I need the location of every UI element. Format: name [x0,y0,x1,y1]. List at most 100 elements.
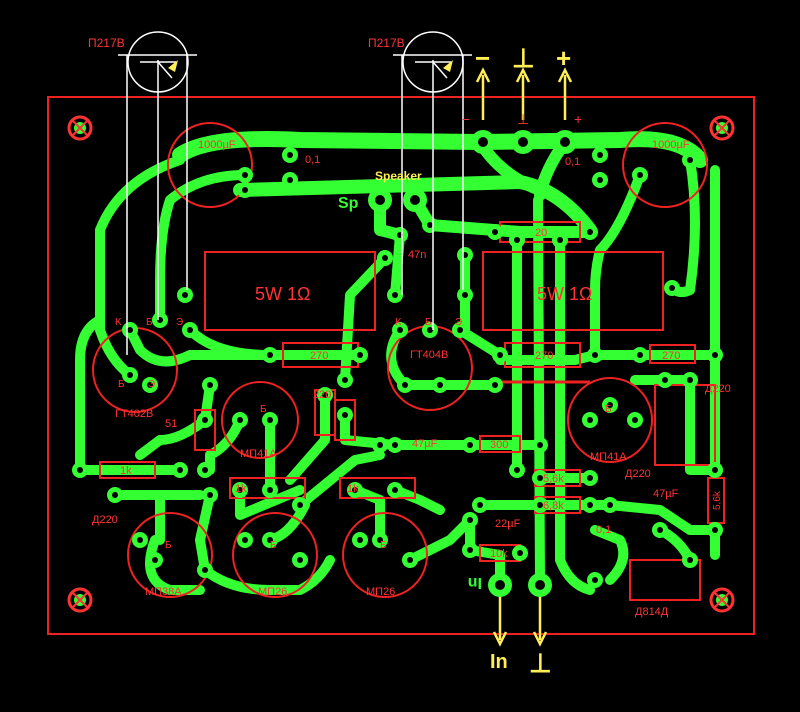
pad-hole [177,467,183,473]
pad-hole [202,417,208,423]
svg-text:Б: Б [425,317,432,328]
pad-hole [112,492,118,498]
pad-hole [437,382,443,388]
svg-text:Б: Б [118,379,125,390]
pin-labels: K Б Э K Б Э Б Э Б Б Б Б Б [115,317,612,551]
res-1k-c-label: 1k [347,483,359,495]
pad-hole [127,327,133,333]
pad-hole [287,177,293,183]
pad-hole [467,517,473,523]
terminal-minus-label: − [475,43,490,73]
pad-hole [607,402,613,408]
pad-hole [182,292,188,298]
board-outline [47,96,755,635]
pad-hole [587,229,593,235]
pad-hole [457,327,463,333]
pad-hole [127,372,133,378]
pad-hole [352,487,358,493]
pad-hole [537,442,543,448]
res-20-label: 20 [535,227,547,239]
pad-hole [592,352,598,358]
pad-minus-label: − [462,111,470,127]
pad-hole [382,255,388,261]
pad-hole [287,152,293,158]
mounting-hole-top-left [67,115,93,141]
res-1k-b-label: 1k [235,483,247,495]
in-mark-label: In [468,574,482,591]
pad-hole [297,557,303,563]
pad-ground-label: ⊥ [517,111,529,127]
svg-text:Э: Э [455,317,462,328]
pad-hole [237,487,243,493]
pad-hole [687,557,693,563]
pad-hole [557,237,563,243]
pad-hole [322,392,328,398]
res-power-left-label: 5W 1Ω [255,284,310,304]
transistor-mp38a-label: МП38А [145,586,182,598]
pad-hole [597,177,603,183]
res-270-b-label: 270 [535,350,553,362]
pad-hole [392,487,398,493]
pad-hole [392,442,398,448]
pad-hole [462,292,468,298]
pad-hole [637,172,643,178]
pad-hole [587,417,593,423]
pad-hole [662,377,668,383]
pad-hole [267,352,273,358]
pad-hole [297,502,303,508]
res-10k-label: 10k [490,548,508,560]
cap-47uf-b-label: 47µF [653,488,679,500]
pad-hole [267,537,273,543]
terminal-input-label: In [490,651,508,673]
pad-plus-label: + [574,111,582,127]
mounting-hole-top-right [709,115,735,141]
pad-hole [712,467,718,473]
pad-hole [427,222,433,228]
pad-hole [407,557,413,563]
cap-left-small-label: 0,1 [305,154,320,166]
cap-0-1-low-label: 0,1 [596,524,611,536]
pad-hole [392,292,398,298]
res-power-right-label: 5W 1Ω [537,284,592,304]
connector-pads [368,130,577,597]
transistor-right-label: П217В [368,36,405,50]
pad-hole [657,527,663,533]
res-5-6k-a-label: 5,6k [543,473,564,485]
pad-hole [267,417,273,423]
terminal-ground-label: ⊥ [512,43,535,73]
mounting-hole-bottom-right [709,587,735,613]
pad-hole [202,467,208,473]
res-6-8k-label: 6,8k [543,500,564,512]
cap-right-label: 1000µF [652,139,690,151]
cap-left-label: 1000µF [198,139,236,151]
cap-47n-label: 47n [408,249,426,261]
res-51-label: 51 [165,418,177,430]
speaker-label: Speaker [375,169,422,183]
transistor-mp26-a-label: МП26 [258,586,287,598]
transistor-mp26-b-label: МП26 [366,586,395,598]
pad-hole [137,537,143,543]
svg-text:Б: Б [146,317,153,328]
res-220-label: 220 [313,389,331,401]
pad-hole [492,382,498,388]
pad-hole [467,442,473,448]
res-270-c-label: 270 [662,350,680,362]
power-transistor-left [127,31,189,93]
svg-text:K: K [395,317,402,328]
pad-hole [467,547,473,553]
mounting-hole-bottom-left [67,587,93,613]
pad-hole [607,502,613,508]
external-wires [118,54,472,355]
pad-hole [587,502,593,508]
pad-hole [152,557,158,563]
pad-hole [77,467,83,473]
transistor-left-label: П217В [88,36,125,50]
pad-hole [517,550,523,556]
pad-hole [207,492,213,498]
pad-hole [587,475,593,481]
silkscreen-labels: 1000µF 0,1 1000µF 0,1 − ⊥ + Speaker Sp 4… [92,111,731,618]
cap-22uf-label: 22µF [495,518,521,530]
svg-text:Б: Б [270,540,277,551]
svg-text:K: K [115,317,122,328]
